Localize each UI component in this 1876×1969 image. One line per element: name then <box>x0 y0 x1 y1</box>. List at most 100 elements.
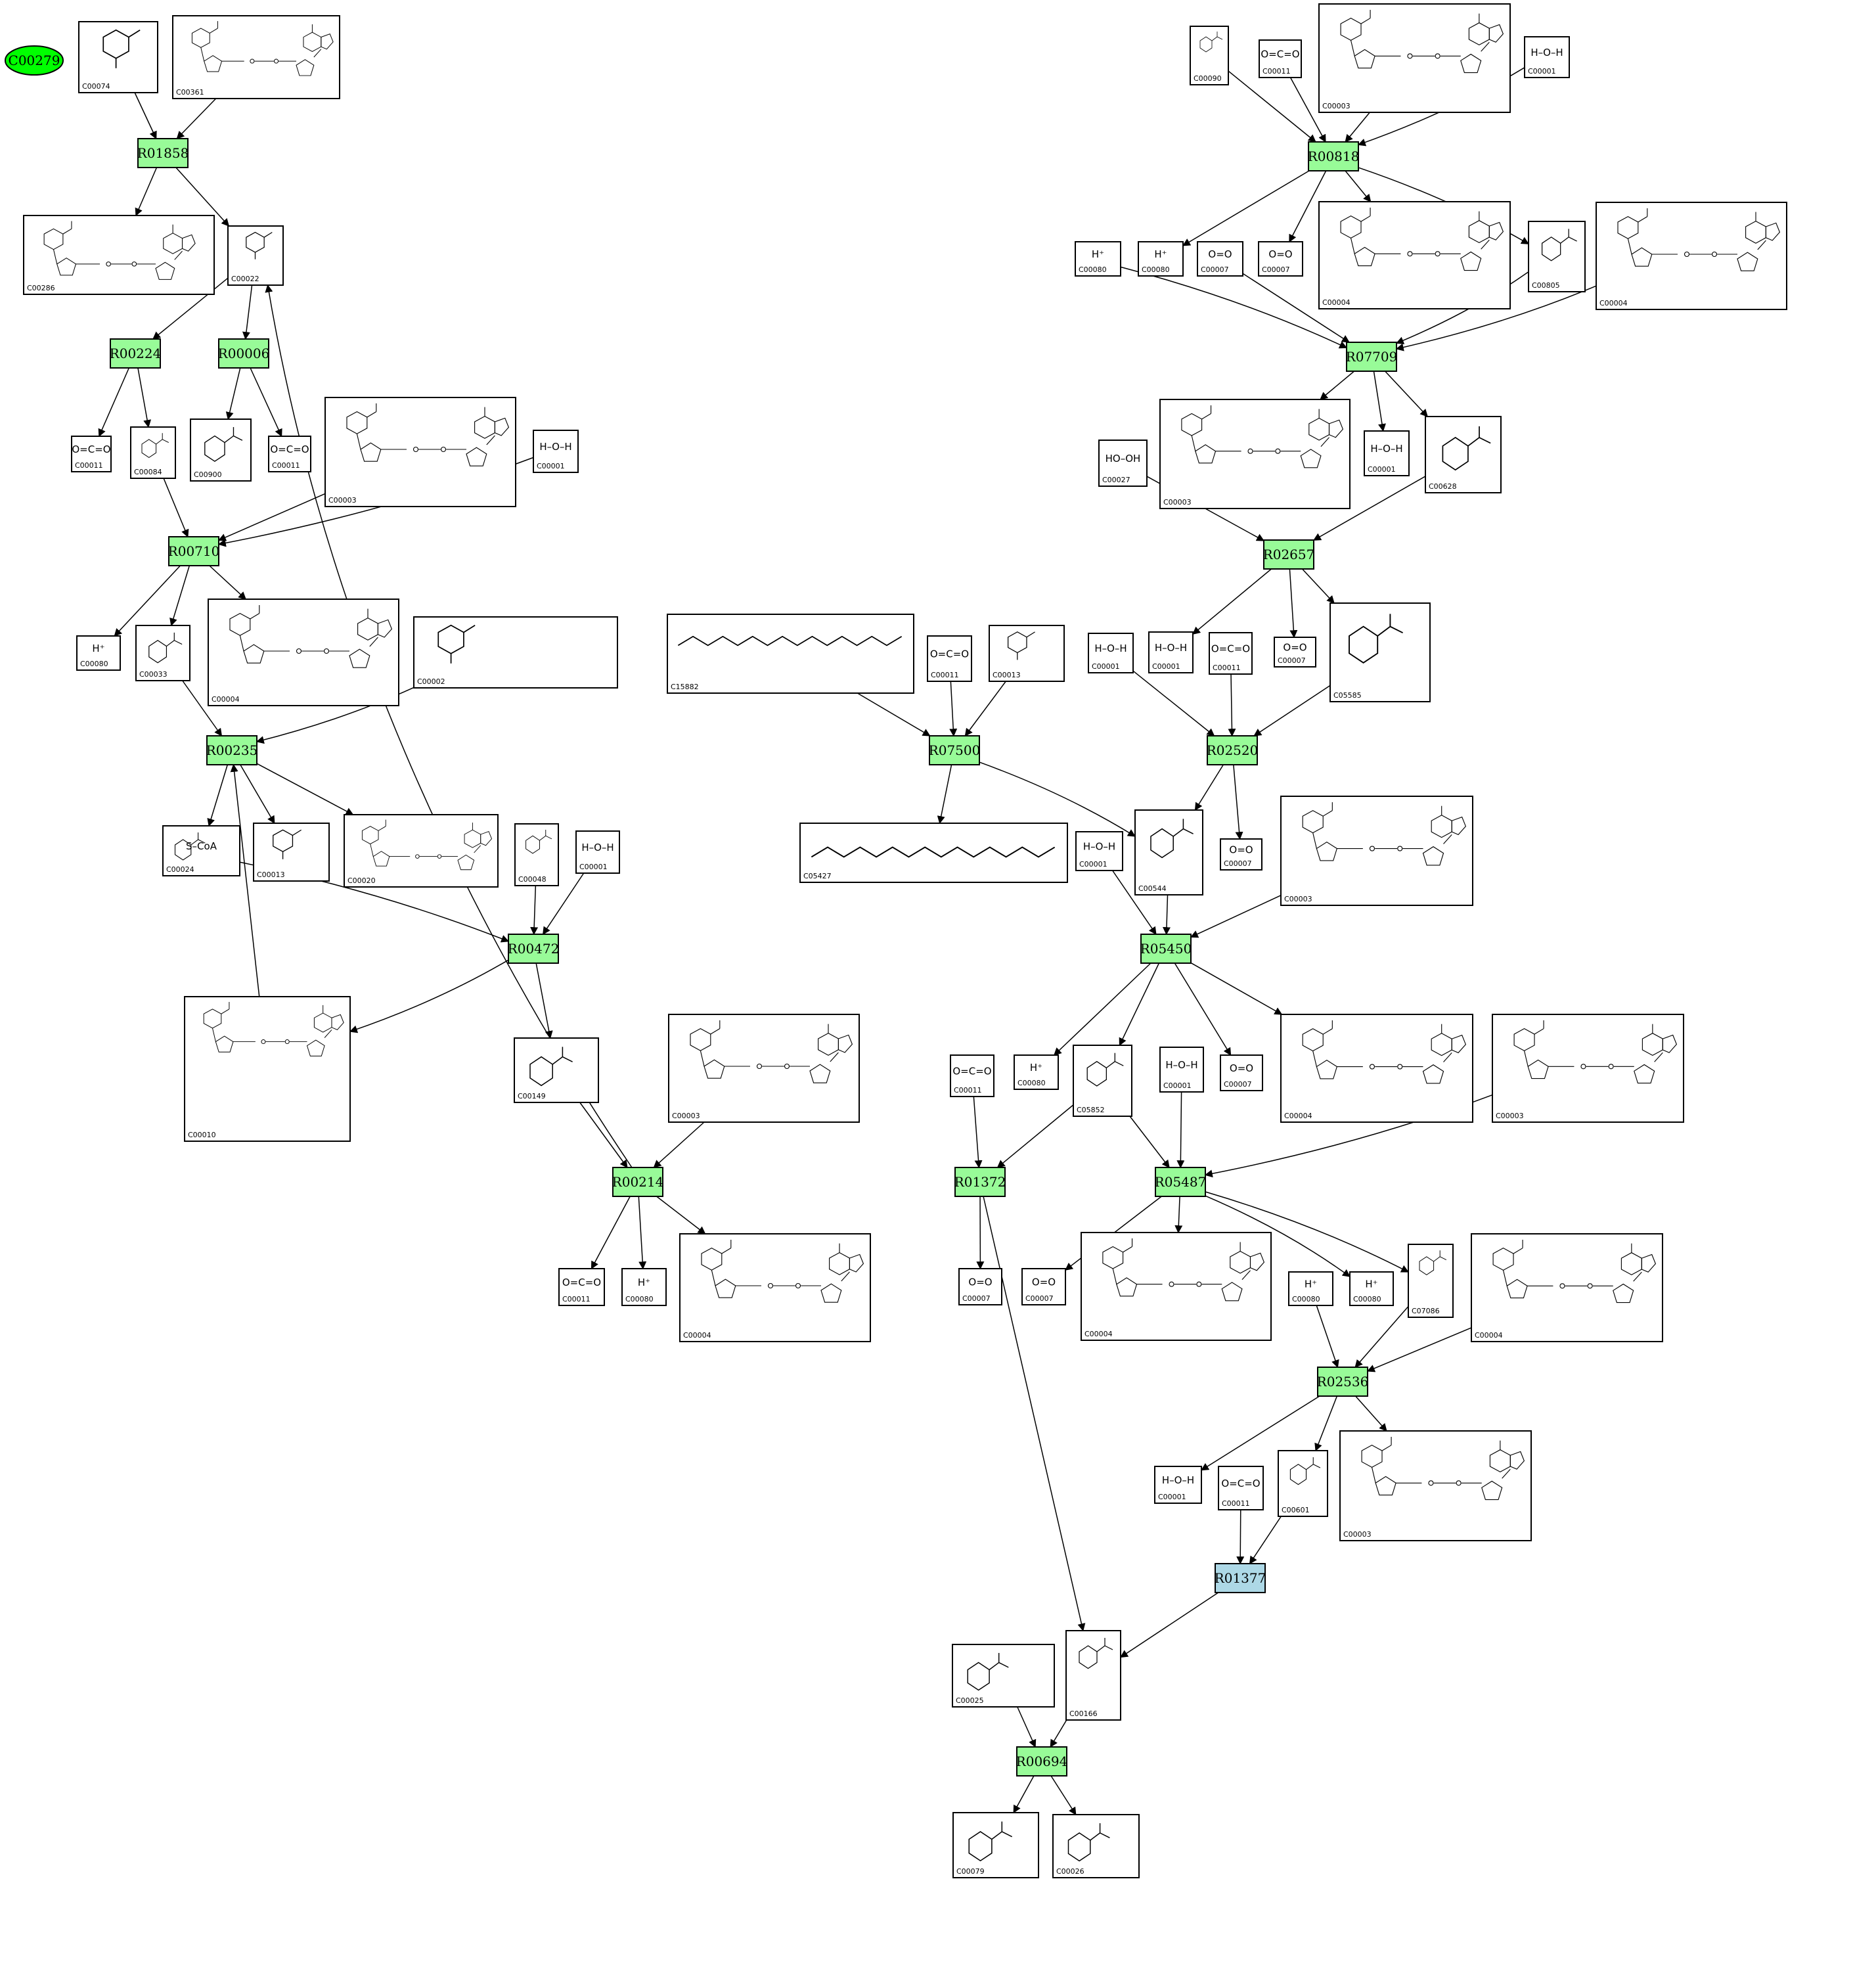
compound-node-c00022[interactable]: C00022 <box>227 225 284 286</box>
reaction-node-r01377[interactable]: R01377 <box>1215 1563 1266 1593</box>
reaction-node-r00818[interactable]: R00818 <box>1308 141 1360 171</box>
compound-node-c00080[interactable]: H⁺C00080 <box>1014 1054 1059 1090</box>
compound-node-c00003[interactable]: C00003 <box>324 397 516 507</box>
reaction-node-r00472[interactable]: R00472 <box>508 934 560 964</box>
reaction-node-r01858[interactable]: R01858 <box>137 138 189 168</box>
compound-node-c05427[interactable]: C05427 <box>799 823 1068 883</box>
reaction-node-r00694[interactable]: R00694 <box>1016 1746 1068 1777</box>
edge-r05487-c66 <box>1205 1191 1410 1273</box>
compound-node-c00004[interactable]: C00004 <box>208 599 399 706</box>
compound-node-c05852[interactable]: C05852 <box>1073 1045 1132 1117</box>
compound-node-c00805[interactable]: C00805 <box>1528 221 1586 292</box>
reaction-node-r00235[interactable]: R00235 <box>206 735 258 765</box>
compound-node-c00080[interactable]: H⁺C00080 <box>76 635 121 671</box>
compound-node-c00286[interactable]: C00286 <box>23 215 215 295</box>
compound-node-c00080[interactable]: H⁺C00080 <box>1138 241 1184 277</box>
edge-c27-r00818 <box>1289 77 1326 143</box>
compound-node-c00080[interactable]: H⁺C00080 <box>1288 1271 1333 1306</box>
reaction-node-r02520[interactable]: R02520 <box>1207 735 1259 765</box>
compound-node-c00003[interactable]: C00003 <box>1280 796 1473 906</box>
compound-node-c00004[interactable]: C00004 <box>1280 1014 1473 1123</box>
compound-node-c00003[interactable]: C00003 <box>668 1014 860 1123</box>
compound-node-c00361[interactable]: C00361 <box>172 15 340 99</box>
compound-node-c00601[interactable]: C00601 <box>1278 1450 1328 1517</box>
compound-node-c05585[interactable]: C05585 <box>1329 602 1431 702</box>
compound-node-c00004[interactable]: C00004 <box>1596 202 1787 310</box>
compound-node-c00003[interactable]: C00003 <box>1339 1430 1532 1541</box>
compound-node-c00002[interactable]: C00002 <box>413 616 618 689</box>
compound-node-c00013[interactable]: C00013 <box>253 823 330 882</box>
reaction-node-r05450[interactable]: R05450 <box>1140 934 1192 964</box>
reaction-node-r07500[interactable]: R07500 <box>929 735 981 765</box>
reaction-node-r01372[interactable]: R01372 <box>954 1167 1006 1197</box>
compound-node-c00080[interactable]: H⁺C00080 <box>621 1268 667 1306</box>
compound-node-c00003[interactable]: C00003 <box>1318 3 1511 113</box>
compound-node-c00004[interactable]: C00004 <box>1471 1233 1663 1342</box>
compound-label: C00025 <box>956 1696 984 1705</box>
compound-node-c00004[interactable]: C00004 <box>679 1233 871 1342</box>
compound-node-c00020[interactable]: C00020 <box>344 814 499 888</box>
reaction-node-r07709[interactable]: R07709 <box>1346 342 1398 372</box>
compound-node-c00004[interactable]: C00004 <box>1081 1232 1272 1341</box>
start-compound-node[interactable]: C00279 <box>5 45 64 76</box>
compound-node-c00026[interactable]: C00026 <box>1052 1814 1140 1878</box>
compound-node-c00079[interactable]: C00079 <box>952 1812 1039 1878</box>
compound-node-c00080[interactable]: H⁺C00080 <box>1075 241 1121 277</box>
compound-node-c00084[interactable]: C00084 <box>130 426 176 479</box>
compound-node-c00900[interactable]: C00900 <box>190 419 252 482</box>
compound-node-c00003[interactable]: C00003 <box>1492 1014 1684 1123</box>
compound-node-c00004[interactable]: C00004 <box>1318 201 1511 309</box>
compound-label: C15882 <box>671 683 699 691</box>
compound-node-c07086[interactable]: C07086 <box>1408 1244 1454 1318</box>
compound-node-c00048[interactable]: C00048 <box>514 823 559 886</box>
compound-node-c00025[interactable]: C00025 <box>952 1644 1055 1708</box>
reaction-node-r00710[interactable]: R00710 <box>168 536 220 566</box>
reaction-node-r02536[interactable]: R02536 <box>1317 1367 1369 1397</box>
compound-node-c15882[interactable]: C15882 <box>667 614 914 694</box>
compound-node-c00166[interactable]: C00166 <box>1065 1630 1121 1721</box>
reaction-node-r00214[interactable]: R00214 <box>612 1167 664 1197</box>
reaction-node-r00006[interactable]: R00006 <box>218 338 270 369</box>
compound-node-c00090[interactable]: C00090 <box>1190 26 1229 85</box>
reaction-node-r05487[interactable]: R05487 <box>1155 1167 1207 1197</box>
compound-label: C00007 <box>1278 656 1306 665</box>
compound-node-c00628[interactable]: C00628 <box>1425 416 1502 493</box>
compound-node-c00544[interactable]: C00544 <box>1134 809 1203 895</box>
compound-node-c00013[interactable]: C00013 <box>989 625 1065 682</box>
compound-node-c00074[interactable]: C00074 <box>78 21 158 93</box>
compound-node-c00003[interactable]: C00003 <box>1159 399 1351 509</box>
compound-node-c00033[interactable]: C00033 <box>135 625 190 681</box>
reaction-node-r02657[interactable]: R02657 <box>1263 539 1315 570</box>
compound-node-c00149[interactable]: C00149 <box>514 1037 599 1103</box>
compound-node-c00080[interactable]: H⁺C00080 <box>1349 1271 1394 1306</box>
reaction-node-r00224[interactable]: R00224 <box>110 338 162 369</box>
compound-node-c00010[interactable]: C00010 <box>184 996 351 1142</box>
